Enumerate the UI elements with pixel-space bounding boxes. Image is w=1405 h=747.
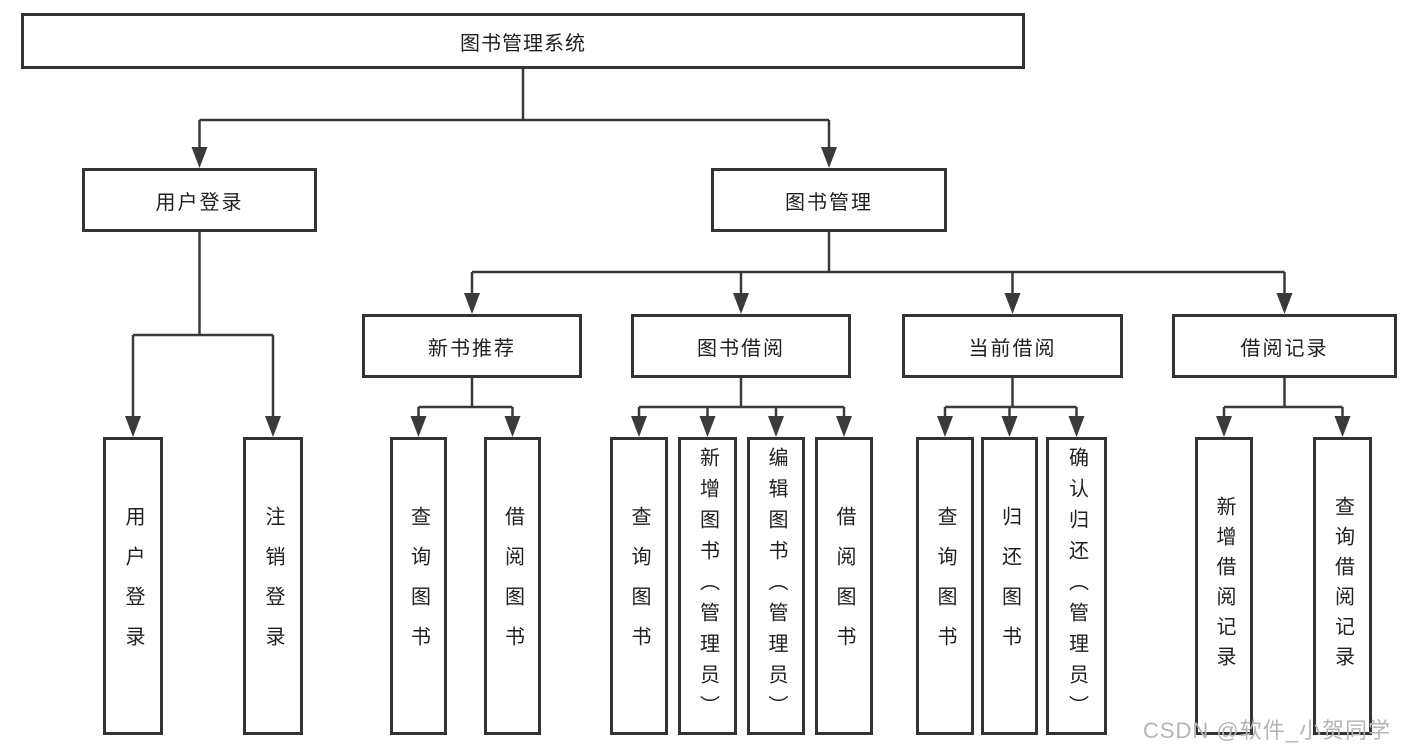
leaf-current-return-books: 归还图书: [981, 437, 1038, 735]
leaf-records-query-record: 查询借阅记录: [1313, 437, 1372, 735]
leaf-current-confirm-return-admin: 确认归还（管理员）: [1046, 437, 1107, 735]
leaf-recommend-query-books: 查询图书: [390, 437, 447, 735]
node-book-borrow: 图书借阅: [631, 314, 851, 378]
connector-user-login: [131, 232, 275, 421]
leaf-borrow-edit-books-admin: 编辑图书（管理员）: [747, 437, 805, 735]
connector-root: [198, 69, 831, 152]
connector-new-book-recommend: [417, 378, 514, 421]
leaf-logout: 注销登录: [243, 437, 303, 735]
node-borrow-records: 借阅记录: [1172, 314, 1397, 378]
node-new-book-recommend: 新书推荐: [362, 314, 582, 378]
leaf-borrow-borrow-books: 借阅图书: [815, 437, 873, 735]
leaf-borrow-query-books: 查询图书: [610, 437, 668, 735]
leaf-borrow-add-books-admin: 新增图书（管理员）: [678, 437, 737, 735]
csdn-watermark: CSDN @软件_小贺同学: [1142, 718, 1391, 743]
connector-book-management: [470, 232, 1286, 298]
leaf-recommend-borrow-books: 借阅图书: [484, 437, 541, 735]
leaf-records-add-record: 新增借阅记录: [1195, 437, 1253, 735]
root-node-system-title: 图书管理系统: [21, 13, 1025, 69]
leaf-user-login: 用户登录: [103, 437, 163, 735]
node-user-login: 用户登录: [82, 168, 317, 232]
connector-borrow-records: [1222, 378, 1344, 421]
connector-current-borrow: [943, 378, 1078, 421]
node-book-management: 图书管理: [711, 168, 947, 232]
leaf-current-query-books: 查询图书: [916, 437, 974, 735]
node-current-borrow: 当前借阅: [902, 314, 1123, 378]
connector-book-borrow: [637, 378, 846, 421]
